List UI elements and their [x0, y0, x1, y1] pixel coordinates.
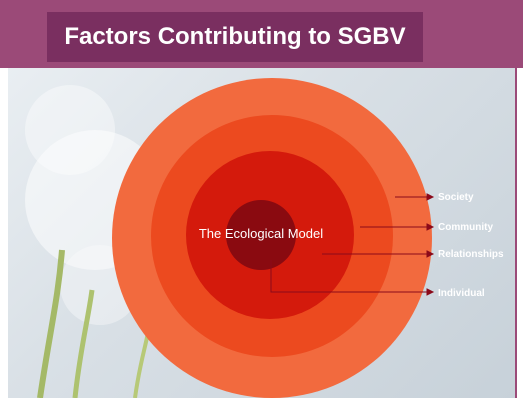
arrowhead-society — [426, 193, 435, 201]
arrowhead-community — [426, 223, 435, 231]
arrowhead-individual — [426, 288, 435, 296]
level-label-relationships: Relationships — [438, 249, 504, 260]
level-label-community: Community — [438, 222, 493, 233]
level-label-individual: Individual — [438, 288, 485, 299]
center-label: The Ecological Model — [199, 226, 323, 241]
right-border — [515, 68, 517, 398]
arrow-individual — [270, 260, 427, 293]
slide-title: Factors Contributing to SGBV — [64, 23, 406, 50]
left-border — [0, 68, 8, 398]
arrowhead-relationships — [426, 250, 435, 258]
ring-individual — [226, 200, 296, 270]
title-box: Factors Contributing to SGBV — [47, 12, 423, 62]
level-label-society: Society — [438, 192, 474, 203]
